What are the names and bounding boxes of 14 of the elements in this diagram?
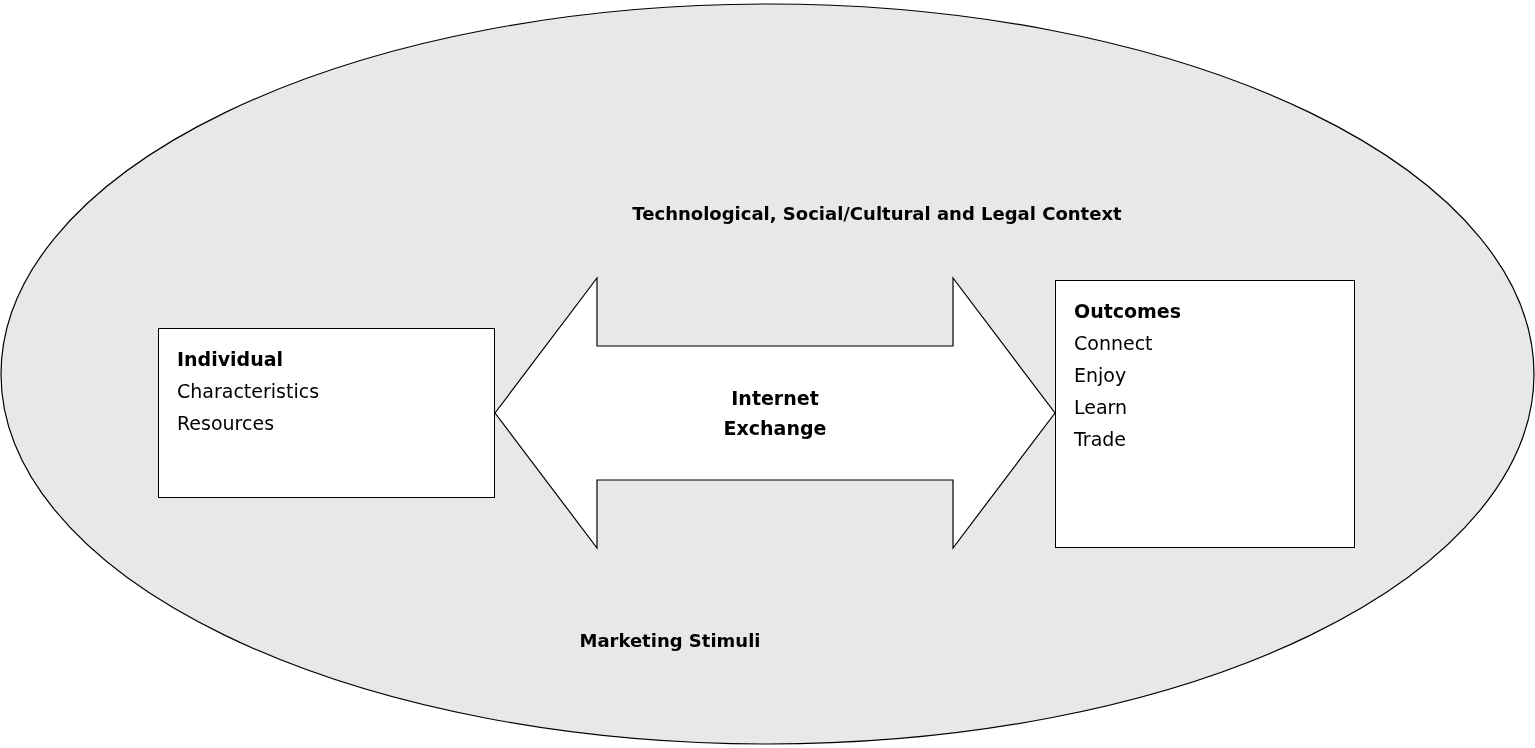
context-ellipse	[0, 3, 1535, 745]
process-box	[158, 328, 495, 498]
box-item: Connect	[1074, 331, 1153, 356]
box-item: Learn	[1074, 395, 1128, 420]
box-item: Characteristics	[177, 379, 320, 404]
process-box	[1055, 280, 1355, 548]
context-label: Marketing Stimuli	[579, 629, 761, 651]
box-item: Trade	[1074, 427, 1127, 452]
double-arrow	[494, 276, 1056, 550]
box-heading: Outcomes	[1074, 299, 1182, 324]
box-item: Resources	[177, 411, 275, 436]
box-item: Enjoy	[1074, 363, 1127, 388]
context-label: Technological, Social/Cultural and Legal Context	[632, 202, 1122, 224]
box-heading: Individual	[177, 347, 284, 372]
